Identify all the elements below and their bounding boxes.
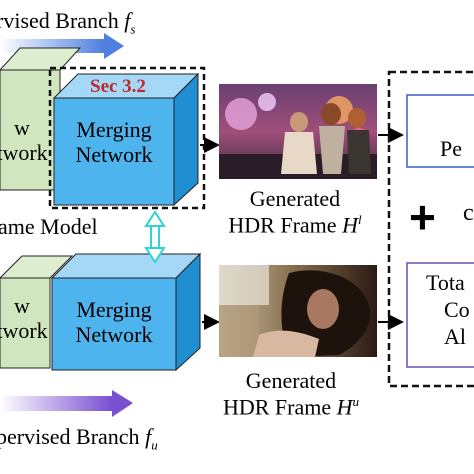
section-tag: Sec 3.2 [90,76,146,97]
lower-flow-network-box [0,255,74,369]
generated-upper-line2: HDR Frame Hl [200,212,390,238]
upper-flow-box-text: w twork [0,115,52,165]
shared-weights-connector [144,210,166,264]
lower-flow-box-text: w twork [0,293,52,343]
generated-lower-line2-text: HDR Frame [222,394,337,420]
generated-upper-line2-text: HDR Frame [228,212,343,238]
loss-bottom-box-text: Tota Co Al [420,270,474,350]
loss-plus-sign: + [409,191,436,243]
generated-lower-symbol: H [336,394,353,420]
generated-upper-caption: Generated HDR Frame Hl [200,186,390,238]
upper-flow-box-line2: twork [0,139,48,165]
upper-merging-network-cube [52,72,200,207]
generated-lower-line2: HDR Frame Hu [196,394,386,420]
upper-merging-network-text: Merging Network [54,117,174,167]
generated-frame-upper-image [219,84,377,179]
loss-top-box [406,94,474,168]
top-branch-subscript: s [130,21,136,37]
loss-bottom-line2: Co [444,296,470,322]
top-branch-label: rvised Branch fs [0,8,135,37]
top-branch-func: f [124,8,131,33]
lower-flow-box-line1: w [14,293,30,318]
lower-merging-line2: Network [75,321,153,347]
lower-merging-line1: Merging [76,297,152,322]
loss-bottom-line1: Tota [426,270,465,295]
upper-flow-box-line1: w [14,115,30,140]
bottom-branch-arrow [0,390,133,417]
upper-merging-line2: Network [75,141,153,167]
bottom-branch-label: pervised Branch fu [0,424,158,453]
upper-merging-line1: Merging [76,117,152,142]
generated-upper-superscript: l [357,211,362,227]
lower-merging-network-text: Merging Network [52,297,176,347]
bottom-branch-subscript: u [151,437,158,453]
generated-lower-caption: Generated HDR Frame Hu [196,368,386,420]
loss-bottom-box [406,262,474,368]
loss-partial-symbol: c [463,200,474,226]
loss-panel-dashed-box [387,70,474,388]
generated-upper-symbol: H [342,212,358,238]
generated-upper-line1: Generated [249,186,341,211]
loss-top-box-text: Pe [440,136,462,161]
bottom-branch-label-text: pervised Branch [0,424,140,449]
generated-lower-line1: Generated [245,368,337,393]
generated-frame-lower-image [219,265,377,357]
frame-model-label: ame Model [0,214,98,239]
lower-flow-box-line2: twork [0,317,48,343]
top-branch-label-text: rvised Branch [0,8,119,33]
generated-lower-superscript: u [352,393,360,409]
loss-bottom-line3: Al [444,323,466,349]
bottom-branch-func: f [145,424,152,449]
lower-merging-network-cube [50,252,202,372]
